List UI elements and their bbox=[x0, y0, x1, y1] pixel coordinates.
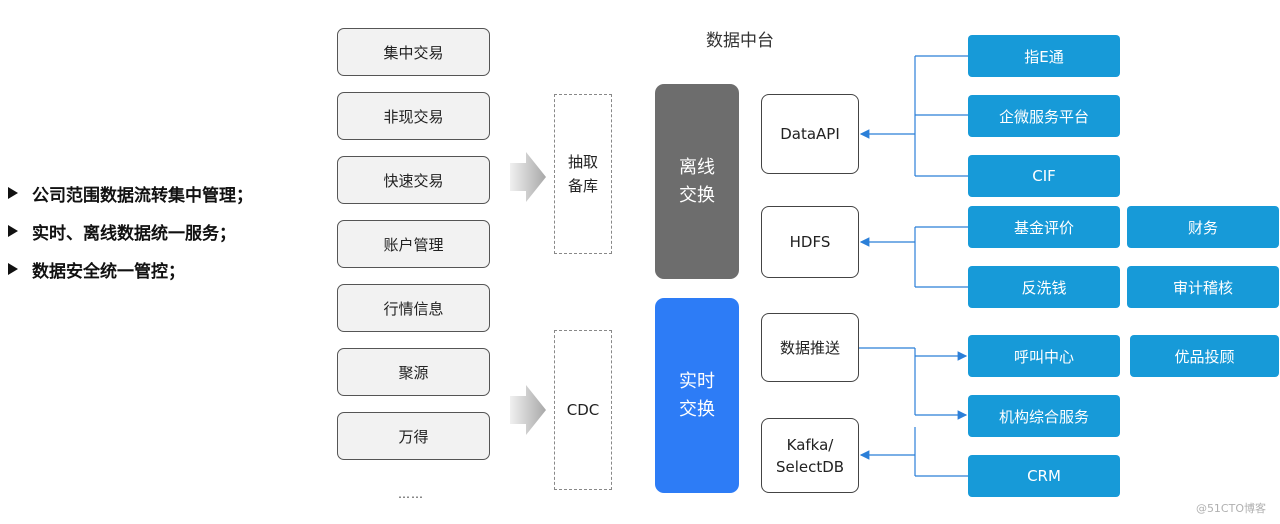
source-system: 行情信息 bbox=[337, 284, 490, 332]
offline-extract-line2: 备库 bbox=[567, 177, 598, 195]
push-label: 数据推送 bbox=[779, 338, 840, 357]
kafka-label-line1: Kafka/ bbox=[786, 435, 834, 454]
bullet-item: 公司范围数据流转集中管理； bbox=[8, 174, 253, 212]
app-zhie: 指E通 bbox=[968, 35, 1120, 77]
push-service: 数据推送 bbox=[761, 313, 859, 382]
app-shenji: 审计稽核 bbox=[1127, 266, 1279, 308]
hdfs-connector bbox=[859, 226, 968, 288]
realtime-exchange-line2: 交换 bbox=[679, 398, 715, 420]
dataapi-connector bbox=[859, 55, 968, 177]
app-hujiao: 呼叫中心 bbox=[968, 335, 1120, 377]
app-jigou: 机构综合服务 bbox=[968, 395, 1120, 437]
offline-exchange-line2: 交换 bbox=[679, 184, 715, 206]
more-sources-ellipsis: …… bbox=[398, 487, 424, 501]
source-system: 集中交易 bbox=[337, 28, 490, 76]
realtime-flow-arrow bbox=[510, 385, 546, 435]
watermark: @51CTO博客 bbox=[1195, 502, 1266, 515]
app-crm: CRM bbox=[968, 455, 1120, 497]
bullet-list: 公司范围数据流转集中管理； 实时、离线数据统一服务； 数据安全统一管控； bbox=[8, 174, 253, 288]
offline-exchange-block: 离线 交换 bbox=[655, 84, 739, 279]
kafka-service: Kafka/ SelectDB bbox=[761, 418, 859, 493]
realtime-exchange-block: 实时 交换 bbox=[655, 298, 739, 493]
bullet-text: 公司范围数据流转集中管理； bbox=[32, 185, 253, 206]
source-system: 聚源 bbox=[337, 348, 490, 396]
app-fanxiqian: 反洗钱 bbox=[968, 266, 1120, 308]
dataapi-label: DataAPI bbox=[780, 125, 840, 143]
source-system: 快速交易 bbox=[337, 156, 490, 204]
triangle-bullet-icon bbox=[8, 225, 18, 237]
app-qiwei: 企微服务平台 bbox=[968, 95, 1120, 137]
app-caiwu: 财务 bbox=[1127, 206, 1279, 248]
triangle-bullet-icon bbox=[8, 187, 18, 199]
offline-extract-line1: 抽取 bbox=[567, 153, 598, 171]
dataapi-service: DataAPI bbox=[761, 94, 859, 174]
app-cif: CIF bbox=[968, 155, 1120, 197]
realtime-exchange-line1: 实时 bbox=[679, 370, 715, 392]
source-system: 非现交易 bbox=[337, 92, 490, 140]
bullet-item: 实时、离线数据统一服务； bbox=[8, 212, 253, 250]
cdc-box: CDC bbox=[554, 330, 612, 490]
app-youpin: 优品投顾 bbox=[1130, 335, 1279, 377]
offline-flow-arrow bbox=[510, 152, 546, 202]
hdfs-service: HDFS bbox=[761, 206, 859, 278]
app-jijin: 基金评价 bbox=[968, 206, 1120, 248]
offline-extract-box: 抽取 备库 bbox=[554, 94, 612, 254]
bullet-item: 数据安全统一管控； bbox=[8, 250, 253, 288]
hdfs-label: HDFS bbox=[789, 233, 831, 251]
cdc-label: CDC bbox=[566, 401, 600, 419]
bullet-text: 实时、离线数据统一服务； bbox=[32, 223, 236, 244]
push-connector bbox=[859, 347, 968, 420]
offline-exchange-line1: 离线 bbox=[679, 156, 715, 178]
bullet-text: 数据安全统一管控； bbox=[32, 261, 185, 282]
kafka-label-line2: SelectDB bbox=[775, 457, 845, 476]
source-system: 万得 bbox=[337, 412, 490, 460]
source-system: 账户管理 bbox=[337, 220, 490, 268]
kafka-connector bbox=[859, 427, 968, 477]
hub-title: 数据中台 bbox=[706, 31, 774, 51]
triangle-bullet-icon bbox=[8, 263, 18, 275]
